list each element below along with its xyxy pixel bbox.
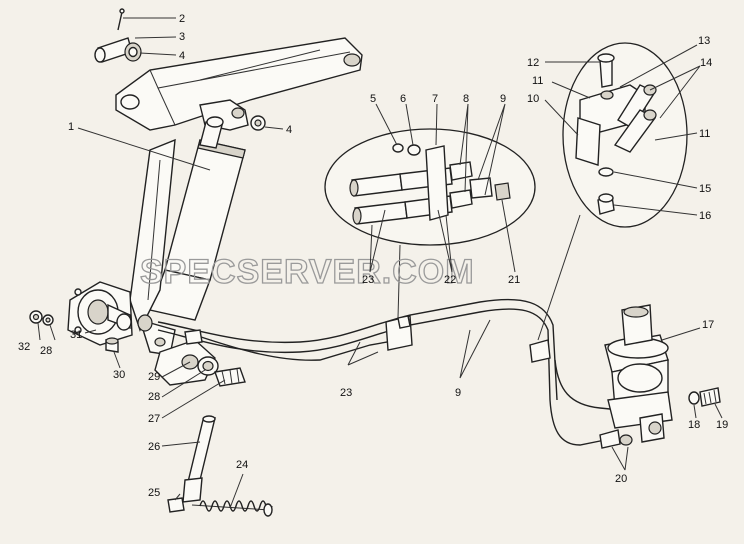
pin-assembly-top	[94, 8, 142, 63]
callout-29: 29	[148, 371, 160, 383]
callout-10: 10	[527, 93, 539, 105]
callout-labels: 2 3 4 4 1 5 6 7 8 9 23 22 21 12 13 14 11…	[18, 13, 728, 499]
callout-16: 16	[699, 210, 711, 222]
callout-27: 27	[148, 413, 160, 425]
callout-14: 14	[700, 57, 712, 69]
callout-20: 20	[615, 473, 627, 485]
fittings-20	[599, 429, 633, 449]
detail-leader	[397, 244, 401, 319]
callout-25: 25	[148, 487, 160, 499]
callout-31: 31	[70, 329, 82, 341]
valve-unit-17	[604, 304, 673, 443]
callout-24: 24	[236, 459, 248, 471]
plug-18-19	[688, 387, 721, 407]
callout-23b: 23	[340, 387, 352, 399]
callout-4b: 4	[286, 124, 292, 136]
return-spring-24	[191, 500, 273, 517]
callout-21: 21	[508, 274, 520, 286]
bracket-leader	[537, 214, 581, 341]
washer-4-hole	[254, 119, 262, 127]
watermark-text: SPECSERVER.COM	[140, 253, 475, 291]
callout-9b: 9	[455, 387, 461, 399]
detail-view-hose-connection	[324, 128, 536, 246]
callout-23a: 23	[362, 274, 374, 286]
callout-17: 17	[702, 319, 714, 331]
callout-22: 22	[444, 274, 456, 286]
callout-2: 2	[179, 13, 185, 25]
mount-flange-31	[67, 281, 153, 346]
pin-25	[167, 497, 185, 513]
push-rod-26	[182, 415, 216, 503]
clevis-plate-29	[154, 339, 246, 387]
callout-11b: 11	[699, 128, 710, 140]
callout-leaders	[37, 17, 723, 509]
callout-13: 13	[698, 35, 710, 47]
hydraulic-lines	[157, 298, 621, 446]
callout-11a: 11	[532, 75, 543, 87]
callout-12: 12	[527, 57, 539, 69]
bolt-30	[105, 337, 119, 353]
callout-7: 7	[432, 93, 438, 105]
callout-28b: 28	[148, 391, 160, 403]
nut-32-washer-28	[29, 310, 54, 326]
callout-6: 6	[400, 93, 406, 105]
callout-15: 15	[699, 183, 711, 195]
callout-28a: 28	[40, 345, 52, 357]
callout-5: 5	[370, 93, 376, 105]
callout-32: 32	[18, 341, 30, 353]
callout-26: 26	[148, 441, 160, 453]
callout-1: 1	[68, 121, 74, 133]
callout-4a: 4	[179, 50, 185, 62]
callout-30: 30	[113, 369, 125, 381]
callout-3: 3	[179, 31, 185, 43]
callout-9a: 9	[500, 93, 506, 105]
pedal-lever	[115, 37, 363, 131]
callout-19: 19	[716, 419, 728, 431]
callout-8: 8	[463, 93, 469, 105]
detail-view-bracket	[562, 42, 688, 228]
callout-18: 18	[688, 419, 700, 431]
